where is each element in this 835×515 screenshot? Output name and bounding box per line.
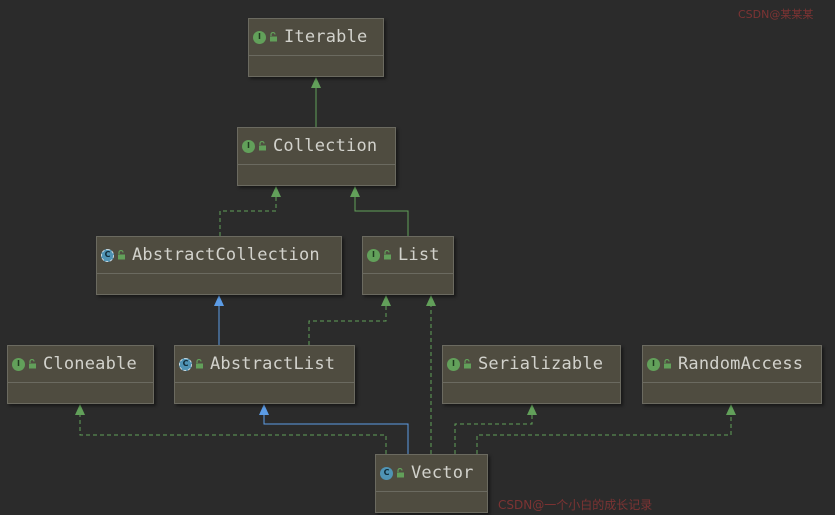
- unlocked-icon: [270, 32, 277, 42]
- unlocked-icon: [118, 250, 125, 260]
- node-name: Vector: [411, 463, 474, 483]
- node-vector[interactable]: C Vector: [375, 454, 488, 513]
- watermark-bottom-right: CSDN@一个小白的成长记录: [498, 498, 653, 512]
- node-header: I Iterable: [249, 19, 383, 56]
- interface-icon: I: [447, 357, 460, 371]
- interface-icon: I: [647, 357, 660, 371]
- node-members: [8, 383, 153, 403]
- edge-list-collection: [350, 186, 409, 236]
- unlocked-icon: [196, 359, 203, 369]
- interface-icon: I: [367, 248, 380, 262]
- node-name: Cloneable: [43, 354, 137, 374]
- edge-abstractlist-list: [308, 295, 391, 345]
- node-name: Iterable: [284, 27, 368, 47]
- edge-abstractlist-abstractcollection: [214, 295, 224, 345]
- node-header: I Serializable: [443, 346, 620, 383]
- edge-vector-list: [426, 295, 436, 454]
- unlocked-icon: [29, 359, 36, 369]
- node-header: I Cloneable: [8, 346, 153, 383]
- node-name: List: [398, 245, 440, 265]
- node-name: AbstractCollection: [132, 245, 320, 265]
- node-members: [175, 383, 354, 403]
- node-members: [443, 383, 620, 403]
- node-random-access[interactable]: I RandomAccess: [642, 345, 822, 404]
- interface-icon: I: [12, 357, 25, 371]
- interface-icon: I: [242, 139, 255, 153]
- node-header: I Collection: [238, 128, 395, 165]
- node-header: C AbstractList: [175, 346, 354, 383]
- edge-collection-iterable: [311, 77, 321, 127]
- unlocked-icon: [464, 359, 471, 369]
- node-cloneable[interactable]: I Cloneable: [7, 345, 154, 404]
- node-header: C Vector: [376, 455, 487, 492]
- node-header: C AbstractCollection: [97, 237, 341, 274]
- interface-icon: I: [253, 30, 266, 44]
- node-abstract-collection[interactable]: C AbstractCollection: [96, 236, 342, 295]
- edge-vector-abstractlist: [259, 404, 409, 454]
- abstract-class-icon: C: [179, 357, 192, 371]
- node-members: [363, 274, 453, 294]
- edge-vector-cloneable: [75, 404, 387, 454]
- unlocked-icon: [397, 468, 404, 478]
- node-name: Serializable: [478, 354, 604, 374]
- node-iterable[interactable]: I Iterable: [248, 18, 384, 77]
- node-collection[interactable]: I Collection: [237, 127, 396, 186]
- unlocked-icon: [259, 141, 266, 151]
- unlocked-icon: [664, 359, 671, 369]
- node-name: Collection: [273, 136, 378, 156]
- node-name: AbstractList: [210, 354, 336, 374]
- unlocked-icon: [384, 250, 391, 260]
- node-members: [376, 492, 487, 512]
- node-abstract-list[interactable]: C AbstractList: [174, 345, 355, 404]
- node-members: [249, 56, 383, 76]
- abstract-class-icon: C: [101, 248, 114, 262]
- edge-abstractcollection-collection: [219, 186, 281, 236]
- class-icon: C: [380, 466, 393, 480]
- node-members: [643, 383, 821, 403]
- node-members: [97, 274, 341, 294]
- node-list[interactable]: I List: [362, 236, 454, 295]
- edge-vector-randomaccess: [476, 404, 736, 454]
- node-header: I List: [363, 237, 453, 274]
- node-members: [238, 165, 395, 185]
- node-header: I RandomAccess: [643, 346, 821, 383]
- edge-vector-serializable: [454, 404, 537, 454]
- watermark-top-right: CSDN@某某某: [738, 8, 814, 21]
- node-serializable[interactable]: I Serializable: [442, 345, 621, 404]
- node-name: RandomAccess: [678, 354, 804, 374]
